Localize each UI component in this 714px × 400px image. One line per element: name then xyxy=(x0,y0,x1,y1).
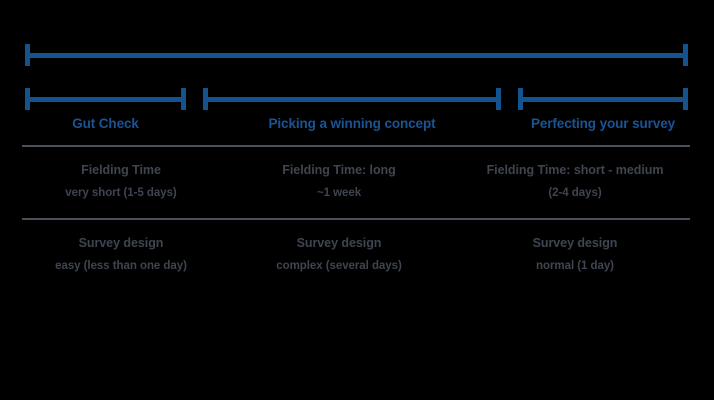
fielding-time-detail: (2-4 days) xyxy=(548,187,602,199)
bracket-rail xyxy=(518,97,688,102)
phase-bracket-picking-a-winning-concept xyxy=(203,88,501,110)
survey-design-cell-gut-check: Survey design easy (less than one day) xyxy=(14,235,228,274)
fielding-time-heading: Fielding Time: long xyxy=(282,163,396,177)
survey-design-heading: Survey design xyxy=(532,236,618,250)
bracket-right-cap-icon xyxy=(683,88,688,110)
phase-title-perfecting-your-survey: Perfecting your survey xyxy=(530,116,676,131)
bracket-rail xyxy=(25,97,186,102)
phase-title-gut-check: Gut Check xyxy=(72,116,139,131)
survey-design-detail: easy (less than one day) xyxy=(55,260,187,272)
survey-design-cell-picking-a-winning-concept: Survey design complex (several days) xyxy=(228,235,450,274)
fielding-time-detail: very short (1-5 days) xyxy=(65,187,177,199)
fielding-time-cell-perfecting-your-survey: Fielding Time: short - medium (2-4 days) xyxy=(450,162,700,201)
survey-design-detail: normal (1 day) xyxy=(536,260,614,272)
overall-timeline-bracket xyxy=(25,44,688,66)
bracket-right-cap-icon xyxy=(496,88,501,110)
fielding-time-detail: ~1 week xyxy=(316,187,362,199)
divider-top xyxy=(22,145,690,147)
survey-design-cell-perfecting-your-survey: Survey design normal (1 day) xyxy=(450,235,700,274)
survey-design-heading: Survey design xyxy=(296,236,382,250)
bracket-right-cap-icon xyxy=(181,88,186,110)
bracket-rail xyxy=(25,53,688,58)
divider-bottom xyxy=(22,218,690,220)
survey-design-heading: Survey design xyxy=(78,236,164,250)
fielding-time-cell-gut-check: Fielding Time very short (1-5 days) xyxy=(14,162,228,201)
survey-design-row: Survey design easy (less than one day) S… xyxy=(0,235,714,274)
survey-design-detail: complex (several days) xyxy=(276,260,402,272)
bracket-right-cap-icon xyxy=(683,44,688,66)
phase-title-picking-a-winning-concept: Picking a winning concept xyxy=(268,116,436,131)
fielding-time-heading: Fielding Time: short - medium xyxy=(486,163,664,177)
phase-bracket-gut-check xyxy=(25,88,186,110)
fielding-time-cell-picking-a-winning-concept: Fielding Time: long ~1 week xyxy=(228,162,450,201)
fielding-time-heading: Fielding Time xyxy=(81,163,161,177)
phase-bracket-perfecting-your-survey xyxy=(518,88,688,110)
fielding-time-row: Fielding Time very short (1-5 days) Fiel… xyxy=(0,162,714,201)
bracket-rail xyxy=(203,97,501,102)
